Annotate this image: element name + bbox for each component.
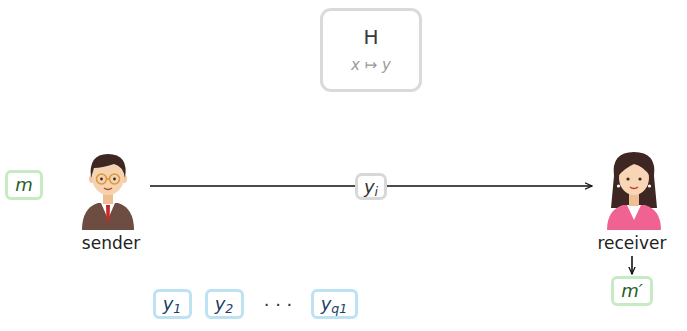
party-node: sender [74,146,148,254]
receiver-icon [607,152,661,230]
ellipsis-label: · · · [264,294,293,315]
node-text: m′ [621,281,643,302]
value-box: y2 [205,289,244,319]
node-text: sender [82,234,140,254]
node-text: y2 [215,294,234,315]
node-text: m [15,175,33,196]
value-box: yq1 [311,289,358,319]
node-text: y1 [163,294,182,315]
message-arrow [631,256,633,274]
sender-icon [82,154,134,230]
message-box: m [5,170,43,200]
edge-label: yi [355,173,387,200]
node-text: H [363,26,378,49]
function-box: Hx ↦ y [320,8,422,92]
node-text: x ↦ y [351,57,391,74]
value-box: y1 [153,289,192,319]
node-text: yq1 [321,294,348,315]
node-text: receiver [597,234,666,254]
message-box: m′ [611,276,653,306]
party-node: receiver [594,146,670,254]
